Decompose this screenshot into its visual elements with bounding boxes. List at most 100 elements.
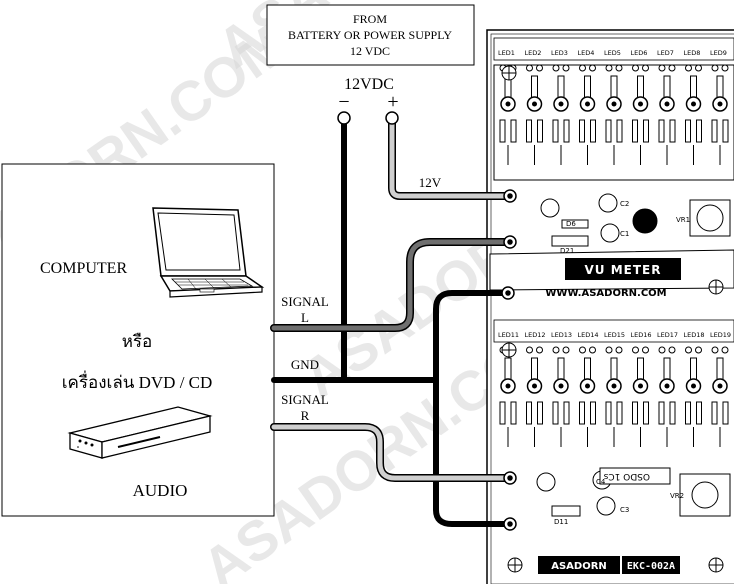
resistor-icon (510, 401, 517, 425)
minus-terminal (337, 111, 351, 125)
board-title: VU METER (585, 263, 662, 277)
led-label: LED4 (578, 49, 595, 57)
resistor-icon (722, 119, 729, 143)
diode-icon (579, 401, 585, 425)
resistor-icon (690, 357, 697, 381)
top-led-row (493, 37, 734, 61)
led-label: LED7 (657, 49, 674, 57)
led-pad (579, 64, 586, 72)
diode-icon (685, 401, 691, 425)
led-label: LED19 (710, 331, 731, 339)
led-label: LED17 (657, 331, 678, 339)
led-pad (642, 346, 649, 354)
transistor-pad-hole (717, 383, 723, 389)
dvd-player-icon (67, 406, 213, 459)
resistor-icon (563, 119, 570, 143)
led-pad (526, 346, 533, 354)
diode-icon (632, 401, 638, 425)
transistor-pad-hole (664, 101, 670, 107)
resistor-icon (637, 75, 644, 99)
led-label: LED6 (631, 49, 648, 57)
diode-icon (685, 119, 691, 143)
wire-12v (389, 115, 513, 199)
resistor-icon (637, 357, 644, 381)
led-pad (579, 346, 586, 354)
led-pad (632, 346, 639, 354)
resistor-icon (590, 401, 596, 425)
resistor-icon (557, 75, 565, 99)
power-supply-frame (266, 4, 475, 66)
led-label: LED13 (551, 331, 572, 339)
power-supply-box: FROM BATTERY OR POWER SUPPLY 12 VDC (266, 4, 475, 66)
supply-terminals (337, 111, 399, 125)
transistor-pad-hole (558, 383, 564, 389)
signal-r-label-line2: R (301, 408, 310, 423)
led-label: LED8 (684, 49, 701, 57)
model-number: EKC-002A (627, 561, 675, 572)
led-label: LED14 (578, 331, 599, 339)
transistor-pad-hole (638, 383, 643, 389)
part-c3-label: C3 (620, 506, 629, 514)
signal-l-label-line2: L (301, 310, 309, 325)
led-pad (605, 346, 613, 354)
mid-parts (540, 193, 731, 247)
led-pad (668, 346, 676, 354)
led-pad (658, 346, 666, 354)
led-label: LED18 (684, 331, 705, 339)
supply-line-3: 12 VDC (350, 44, 390, 58)
transistor-pad-hole (558, 101, 564, 107)
resistor-icon (663, 357, 671, 381)
resistor-icon (616, 401, 623, 425)
led-pad (536, 64, 543, 72)
transistor-pad-hole (611, 383, 617, 389)
part-d21-label: D21 (560, 247, 574, 255)
part-d11-label: D11 (554, 518, 568, 526)
diode-icon (658, 401, 665, 425)
diode-icon (658, 119, 665, 143)
wire-gnd-board (433, 290, 511, 527)
transistor-pad-hole (664, 383, 670, 389)
signal-l-label-line1: SIGNAL (281, 294, 329, 309)
mirror-code: OSDO 1Cs (603, 471, 650, 481)
resistor-icon (590, 119, 596, 143)
led-label: LED11 (498, 331, 519, 339)
resistor-icon (563, 401, 570, 425)
led-label: LED12 (525, 331, 546, 339)
led-pad (562, 64, 570, 72)
title-band: VU METER WWW.ASADORN.COM (489, 249, 734, 299)
resistor-icon (716, 75, 724, 99)
led-pad (632, 64, 639, 72)
led-pad (562, 346, 570, 354)
led-pad (695, 64, 702, 72)
transistor-pad-hole (691, 101, 696, 107)
board-pads (501, 189, 517, 531)
resistor-icon (663, 75, 671, 99)
transistor-pad-hole (585, 383, 590, 389)
led-pad (711, 64, 719, 72)
resistor-icon (557, 357, 565, 381)
resistor-icon (643, 119, 649, 143)
resistor-icon (643, 401, 649, 425)
led-label: LED2 (525, 49, 542, 57)
resistor-icon (537, 119, 543, 143)
led-pad (642, 64, 649, 72)
title-band-bg (565, 258, 681, 280)
led-pad (721, 64, 729, 72)
led-pad (658, 64, 666, 72)
led-pad (589, 346, 596, 354)
computer-label: COMPUTER (40, 260, 127, 277)
resistor-icon (722, 401, 729, 425)
gnd-label: GND (291, 357, 319, 372)
led-pad (615, 64, 623, 72)
audio-label: AUDIO (133, 481, 188, 500)
resistor-icon (669, 401, 676, 425)
transistor-pad-hole (585, 101, 590, 107)
diode-icon (579, 119, 585, 143)
led-pad (695, 346, 702, 354)
diode-icon (499, 401, 506, 425)
